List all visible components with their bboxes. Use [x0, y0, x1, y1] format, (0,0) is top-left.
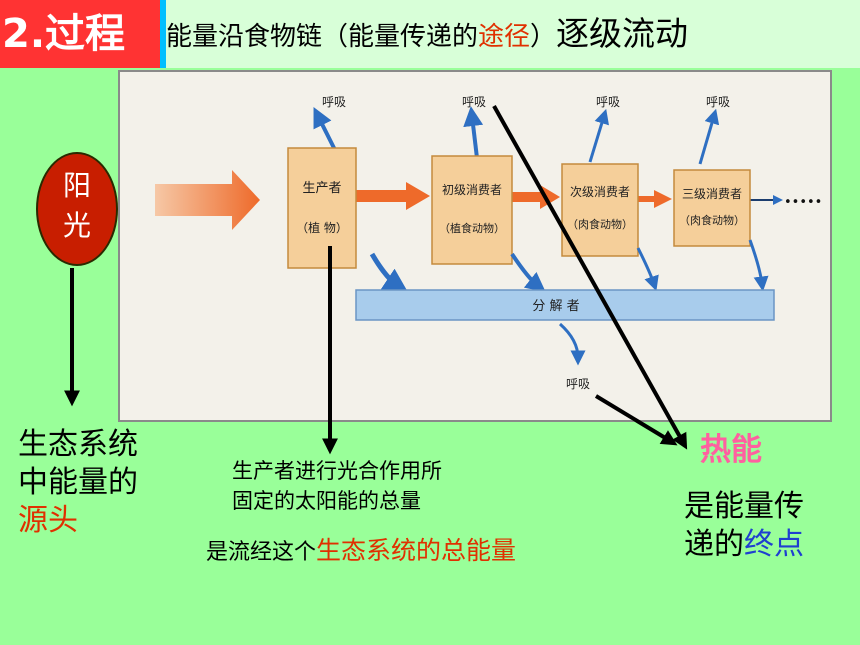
producer-label: 生产者: [302, 181, 341, 196]
heat-line-2-highlight: 终点: [744, 527, 804, 562]
source-line-3: 源头: [18, 503, 78, 538]
section-number: 2.过程: [2, 11, 126, 57]
respiration-arrow-1: [313, 107, 337, 151]
secondary-to-decomposer-arrow: [636, 247, 659, 292]
flow-arrow-1: [356, 182, 430, 210]
producer-sublabel: （植 物）: [296, 220, 348, 235]
source-line-2: 中能量的: [18, 465, 138, 500]
sun-char-2: 光: [62, 209, 91, 242]
respiration-label-1: 呼吸: [322, 95, 346, 109]
primary-to-decomposer-arrow: [510, 252, 546, 293]
heat-line-1: 是能量传: [684, 489, 804, 524]
sun-circle: 阳 光: [36, 152, 118, 266]
sunlight-input-arrow: [155, 170, 260, 230]
decomposer-label: 分 解 者: [532, 299, 579, 314]
primary-consumer-box: [431, 155, 513, 265]
decomposer-respiration-to-heat-arrow: [594, 394, 678, 446]
tertiary-consumer-sublabel: （肉食动物）: [679, 213, 745, 227]
respiration-label-4: 呼吸: [706, 95, 730, 109]
respiration-arrow-3: [588, 108, 609, 163]
producer-note: 生产者进行光合作用所 固定的太阳能的总量: [232, 456, 442, 516]
decomposer-respiration-arrow: [558, 322, 586, 366]
heat-energy-label: 热能: [700, 432, 762, 468]
page-heading: 能量沿食物链（能量传递的途径）逐级流动: [166, 6, 688, 62]
flow-arrow-3: [638, 190, 672, 208]
energy-flow-diagram: 呼吸 呼吸 呼吸 呼吸 ••••• 生产者 （植 物） 初级消费者 （植食动物）…: [155, 95, 822, 391]
chain-ellipsis: •••••: [784, 195, 822, 210]
producer-box: [287, 147, 357, 269]
total-note-prefix: 是流经这个: [206, 540, 317, 565]
sun-char-1: 阳: [62, 169, 91, 202]
heat-line-2-prefix: 递的: [684, 527, 744, 562]
respiration-to-heat-arrow: [492, 105, 688, 450]
producer-note-line-1: 生产者进行光合作用所: [232, 459, 442, 483]
respiration-label-5: 呼吸: [566, 377, 590, 391]
energy-source-text: 生态系统 中能量的 源头: [18, 426, 138, 540]
respiration-arrow-4: [698, 108, 720, 165]
heading-big: 逐级流动: [556, 14, 689, 53]
secondary-consumer-label: 次级消费者: [570, 185, 630, 199]
heading-background: [166, 0, 860, 68]
total-note-highlight: 生态系统的总能量: [316, 536, 517, 565]
secondary-consumer-sublabel: （肉食动物）: [567, 217, 633, 231]
tertiary-to-decomposer-arrow: [748, 239, 769, 292]
decomposer-bar: [355, 289, 775, 321]
respiration-arrow-2: [463, 106, 484, 159]
producer-to-decomposer-arrow: [369, 252, 409, 293]
section-number-badge: 2.过程: [0, 0, 166, 68]
tertiary-consumer-box: [673, 169, 751, 247]
primary-consumer-sublabel: （植食动物）: [439, 221, 505, 235]
total-energy-note: 是流经这个生态系统的总能量: [206, 534, 516, 570]
source-line-1: 生态系统: [18, 427, 138, 462]
heading-part2: ）: [530, 22, 557, 52]
heat-energy-description: 是能量传 递的终点: [684, 488, 804, 564]
respiration-label-3: 呼吸: [596, 95, 620, 109]
tertiary-consumer-label: 三级消费者: [682, 187, 742, 201]
respiration-label-2: 呼吸: [462, 95, 486, 109]
secondary-consumer-box: [561, 163, 639, 257]
heading-highlight: 途径: [478, 22, 531, 52]
heading-part1: 能量沿食物链（能量传递的: [166, 22, 479, 52]
primary-consumer-label: 初级消费者: [442, 183, 502, 197]
producer-note-line-2: 固定的太阳能的总量: [232, 489, 421, 513]
energy-flow-figure: 呼吸 呼吸 呼吸 呼吸 ••••• 生产者 （植 物） 初级消费者 （植食动物）…: [118, 70, 832, 422]
